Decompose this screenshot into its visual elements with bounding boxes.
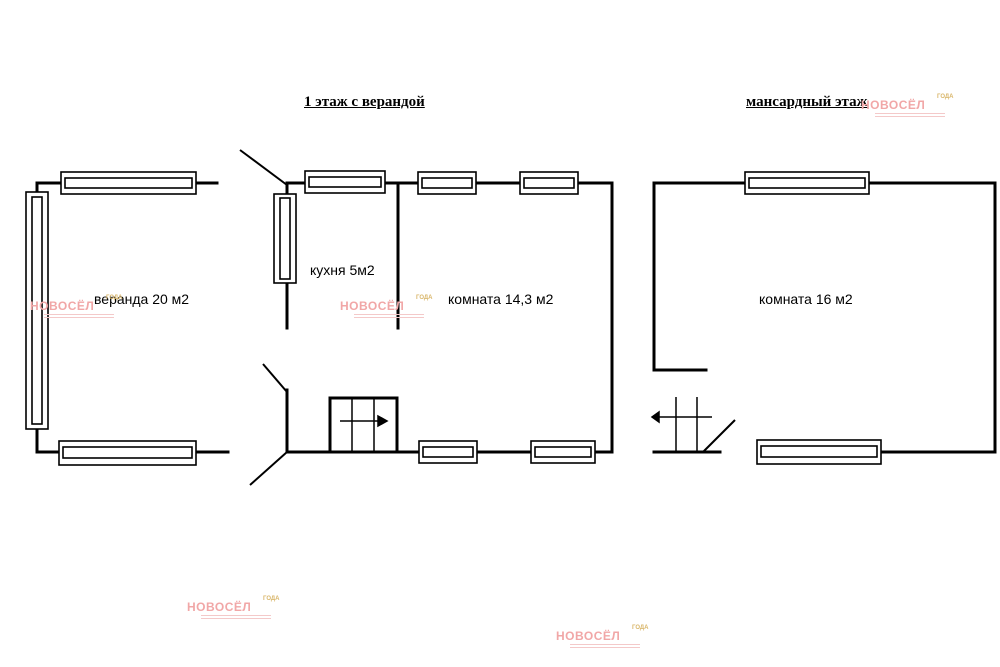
watermark-tagline (44, 314, 114, 318)
watermark-badge: ГОДА (632, 625, 649, 631)
watermark-badge: ГОДА (106, 295, 123, 301)
window-inner (534, 446, 592, 458)
attic-walls (652, 181, 997, 454)
walls (35, 181, 997, 454)
watermark-logo: НОВОСЁЛ (340, 299, 405, 313)
stair-arrow-head (650, 410, 660, 424)
window-inner (62, 446, 193, 459)
windows (25, 170, 882, 466)
watermark-tagline (354, 314, 424, 318)
window (417, 171, 477, 195)
window-inner (31, 196, 43, 425)
watermark-tagline (875, 113, 945, 117)
window (273, 193, 297, 284)
doors (239, 149, 736, 486)
window (304, 170, 386, 194)
attic-heading: мансардный этаж (746, 94, 868, 110)
kitchen-label: кухня 5м2 (310, 262, 375, 278)
window-inner (279, 197, 291, 280)
watermark-logo: НОВОСЁЛ (30, 299, 95, 313)
window-inner (422, 446, 474, 458)
floor1-heading: 1 этаж с верандой (304, 94, 425, 110)
room2-label: комната 16 м2 (759, 291, 853, 307)
watermark-logo: НОВОСЁЛ (861, 98, 926, 112)
window-inner (421, 177, 473, 189)
window (418, 440, 478, 464)
watermark-logo: НОВОСЁЛ (187, 600, 252, 614)
stair-arrow-head (377, 414, 389, 428)
window (530, 440, 596, 464)
kitchen-top-wall (285, 181, 614, 454)
door-leaf (262, 363, 288, 393)
watermark-tagline (201, 615, 271, 619)
window (60, 171, 197, 195)
door-leaf (249, 451, 288, 486)
door-leaf (239, 149, 288, 186)
watermark-badge: ГОДА (263, 596, 280, 602)
window-inner (760, 445, 878, 458)
window-inner (748, 177, 866, 189)
watermark-badge: ГОДА (937, 94, 954, 100)
window (756, 439, 882, 465)
watermark-badge: ГОДА (416, 295, 433, 301)
window (58, 440, 197, 466)
stairs (340, 397, 712, 452)
watermark-tagline (570, 644, 640, 648)
window (519, 171, 579, 195)
door-leaf (702, 419, 736, 453)
window (744, 171, 870, 195)
window-inner (523, 177, 575, 189)
veranda-label: веранда 20 м2 (94, 291, 190, 307)
entrance-wall (285, 396, 399, 454)
window-inner (64, 177, 193, 189)
watermark-logo: НОВОСЁЛ (556, 629, 621, 643)
room1-label: комната 14,3 м2 (448, 291, 554, 307)
window-inner (308, 176, 382, 188)
